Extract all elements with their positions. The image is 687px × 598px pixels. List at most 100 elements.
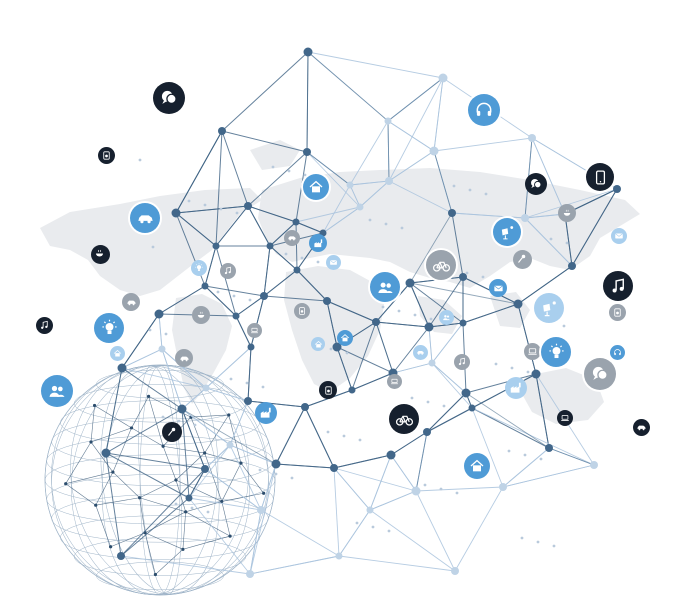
- lightbulb-icon: [191, 260, 207, 276]
- globe-longitude: [101, 364, 219, 596]
- network-link: [433, 137, 533, 152]
- network-link: [428, 276, 464, 328]
- network-link: [326, 300, 377, 323]
- headphones-icon: [468, 94, 500, 126]
- globe-mesh-line: [65, 471, 113, 485]
- network-link: [548, 447, 595, 466]
- continent-shape: [172, 294, 232, 404]
- network-link: [121, 348, 163, 369]
- globe-mesh-line: [90, 427, 132, 443]
- network-link: [120, 555, 251, 575]
- lightbulb-icon: [94, 313, 124, 343]
- network-node: [356, 203, 364, 211]
- network-link: [269, 245, 298, 271]
- network-link: [392, 362, 433, 374]
- network-link: [409, 282, 430, 328]
- network-link: [415, 486, 504, 492]
- network-node: [271, 459, 281, 469]
- globe-mesh-line: [185, 511, 231, 537]
- network-link: [260, 509, 340, 557]
- network-node: [451, 567, 459, 575]
- globe-mesh-line: [95, 497, 140, 506]
- network-link: [349, 120, 389, 186]
- network-node: [461, 388, 471, 398]
- network-dot: [452, 184, 456, 188]
- network-node: [202, 384, 210, 392]
- globe-mesh-node: [227, 413, 231, 417]
- network-link: [204, 285, 237, 317]
- network-node: [385, 177, 393, 185]
- network-link: [275, 406, 306, 465]
- network-node: [386, 450, 396, 460]
- globe-mesh-line: [144, 532, 156, 575]
- network-node: [177, 404, 187, 414]
- network-link: [161, 348, 207, 389]
- network-dot: [481, 275, 485, 279]
- network-link: [263, 295, 328, 302]
- network-link: [304, 406, 335, 469]
- network-link: [105, 452, 190, 499]
- network-link: [249, 555, 340, 575]
- network-link: [388, 77, 444, 182]
- camera-icon: [319, 381, 337, 399]
- globe-mesh-node: [111, 470, 115, 474]
- network-dot: [494, 362, 498, 366]
- users-icon: [438, 309, 454, 325]
- network-link: [451, 212, 526, 219]
- network-dot: [248, 298, 252, 302]
- music-note-icon: [35, 316, 53, 334]
- network-node: [101, 448, 111, 458]
- network-node: [384, 117, 392, 125]
- network-dot: [258, 468, 262, 472]
- network-link: [175, 212, 217, 247]
- network-link: [465, 373, 537, 394]
- home-icon: [311, 337, 325, 351]
- bicycle-icon: [389, 404, 419, 434]
- globe-mesh-line: [131, 396, 149, 429]
- network-link: [322, 184, 351, 234]
- network-link: [409, 276, 464, 284]
- globe-mesh-line: [95, 471, 114, 506]
- network-dot: [161, 415, 165, 419]
- globe-mesh-line: [190, 417, 205, 454]
- network-dot: [429, 317, 433, 321]
- globe-mesh-line: [110, 532, 146, 548]
- network-link: [263, 245, 271, 297]
- network-dot: [484, 192, 488, 196]
- network-link: [336, 346, 353, 391]
- network-link: [349, 180, 390, 186]
- network-link: [175, 205, 249, 214]
- network-link: [392, 326, 430, 374]
- globe-mesh-node: [92, 403, 97, 408]
- network-dot: [423, 483, 427, 487]
- chat-icon: [153, 82, 185, 114]
- network-node: [405, 278, 415, 288]
- network-link: [188, 497, 262, 511]
- globe-mesh-line: [190, 414, 229, 418]
- users-icon: [370, 272, 400, 302]
- network-node: [521, 214, 529, 222]
- network-dot: [271, 165, 275, 169]
- globe-mesh-node: [146, 394, 151, 398]
- network-dot: [245, 381, 249, 385]
- users-icon: [41, 375, 73, 407]
- globe-mesh-node: [138, 496, 142, 500]
- network-node: [303, 47, 313, 57]
- network-dot: [536, 540, 540, 544]
- globe-longitude: [139, 364, 181, 596]
- network-dot: [177, 419, 181, 423]
- network-dot: [397, 309, 401, 313]
- network-link: [451, 212, 464, 278]
- network-dot: [287, 169, 291, 173]
- network-link: [471, 373, 537, 409]
- globe-mesh-line: [65, 441, 92, 484]
- globe-mesh-line: [240, 462, 264, 494]
- network-link: [215, 205, 249, 247]
- network-node: [303, 148, 311, 156]
- factory-icon: [309, 234, 327, 252]
- network-node: [218, 127, 226, 135]
- globe-mesh-line: [175, 479, 222, 502]
- network-link: [462, 303, 519, 324]
- network-link: [275, 463, 335, 469]
- network-dot: [549, 237, 553, 241]
